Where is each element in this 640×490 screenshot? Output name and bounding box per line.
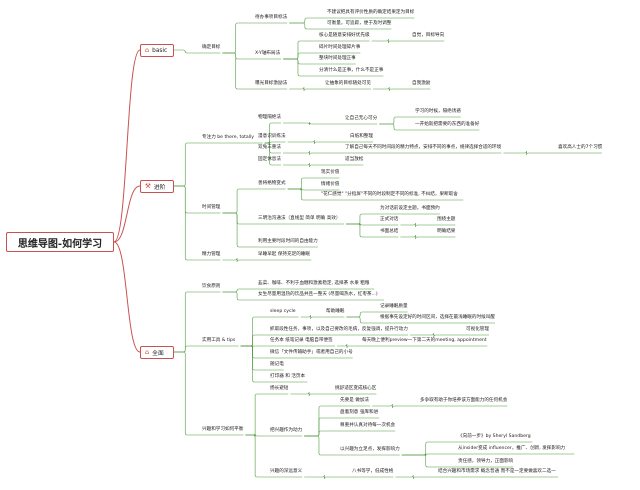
- mind-map-node[interactable]: 现实价值: [321, 170, 340, 175]
- mind-map-node[interactable]: 结合兴趣和市场需求 概念普通 而不是一定要做喜欢二选一: [438, 469, 556, 474]
- branch-advanced[interactable]: ⚒ 进阶: [140, 180, 174, 193]
- mind-map-node[interactable]: 随记电: [270, 362, 284, 367]
- mind-map-node[interactable]: 适当放松: [345, 157, 364, 162]
- mind-map-node[interactable]: 双兔三重法: [258, 145, 281, 150]
- mind-map-node[interactable]: 根据事先设定好的时间区间，选择在最浅睡眠的时候叫醒: [380, 315, 495, 320]
- mind-map-node[interactable]: 自我激励: [412, 81, 431, 86]
- mind-map-node[interactable]: 固定休息法: [258, 157, 281, 162]
- mind-map-node[interactable]: 可视化管理: [466, 327, 489, 332]
- mind-map-node[interactable]: 待办事项目标法: [255, 15, 288, 20]
- mind-map-node[interactable]: 韭菜、咖啡、不利于血糖和激素稳定, 选择茶 水果 粗粮: [258, 281, 370, 286]
- mind-map-node[interactable]: sleep cycle: [270, 309, 296, 314]
- mind-map-node[interactable]: 盘着刻意 强库和进: [340, 410, 379, 415]
- mind-map-node[interactable]: 情绪价值: [321, 182, 340, 187]
- mind-map-node[interactable]: 从insider变成 influencer，推广、创新, 发挥影响力: [458, 446, 566, 451]
- mind-map-node[interactable]: 自觉，目标导向: [412, 33, 445, 38]
- mind-map-node[interactable]: 时间管理: [202, 205, 221, 210]
- root-node[interactable]: 思维导图-如何学习: [6, 232, 114, 252]
- mind-map-node[interactable]: 专注力 be there, totally: [202, 135, 255, 140]
- mind-map-node[interactable]: 多争取有助于你培养该方面能力的任何机会: [420, 398, 508, 403]
- mind-map-node[interactable]: 不建议把具有评价性质的确定结果定为目标: [327, 10, 415, 15]
- mind-map-node[interactable]: 实用工具 & tips: [202, 338, 236, 343]
- mind-map-node[interactable]: 漫意识训练法: [258, 134, 286, 139]
- mind-map-node[interactable]: 为对话前设定主题，书面预约: [380, 206, 440, 211]
- home-icon: ⌂: [145, 46, 150, 55]
- mind-map-node[interactable]: 碎片时间处理碎片事: [319, 45, 361, 50]
- mind-map-node[interactable]: 尊重并认真对待每一次机会: [340, 423, 396, 428]
- mind-map-node[interactable]: 扬长避短: [270, 386, 289, 391]
- branch-advanced-label: 进阶: [153, 185, 166, 191]
- mind-map-node[interactable]: 女生尽量用温热的饮品并且一整天 (尽量喝热水，红枣茶...): [258, 292, 378, 297]
- branch-comprehensive[interactable]: ⌂ 全面: [140, 346, 174, 359]
- mind-map-node[interactable]: 让抽象的目标随处可见: [325, 81, 371, 86]
- mind-map-node[interactable]: 兴趣的深远意义: [270, 469, 303, 474]
- mind-map-node[interactable]: 可衡量，可追踪，便于及时调整: [327, 21, 392, 26]
- mind-map-node[interactable]: 任务本 纸笔记录 电脑自带便签: [270, 338, 333, 343]
- mind-map-node[interactable]: 精力管理: [202, 252, 221, 257]
- mind-map-node[interactable]: 抓取段性任务，事项，以及自己要改的毛病，反复强调，提升行动力: [270, 327, 408, 332]
- mind-map-node[interactable]: 微信「文件传输助手」或者用自己的小号: [270, 350, 353, 355]
- mind-map-node[interactable]: 兴趣和学习如何平衡: [202, 427, 244, 432]
- mind-map-node[interactable]: 把兴趣作为动力: [270, 428, 303, 433]
- mind-map-node[interactable]: 责任感，领导力，正面影响: [458, 459, 514, 464]
- mind-map-node[interactable]: 明确结果: [437, 229, 456, 234]
- mind-map-node[interactable]: 八书等学，低成性格: [352, 469, 394, 474]
- mind-map-node[interactable]: 白纸和整理: [350, 134, 373, 139]
- mind-map-node[interactable]: 物理隔绝法: [258, 115, 281, 120]
- mind-map-node[interactable]: 先要是 做加法: [340, 398, 370, 403]
- branch-basic-label: basic: [152, 47, 168, 54]
- mind-map-node[interactable]: 确定目标: [202, 45, 221, 50]
- mind-map-node[interactable]: 记录睡眠质量: [380, 304, 408, 309]
- mind-map-node[interactable]: "花仁感觉" "分指屏"不同的时段制定不同的标准, 不纠结，果断取舍: [321, 192, 458, 197]
- mind-map-node[interactable]: 书面总结: [380, 229, 399, 234]
- mind-map-node[interactable]: 了解自己每天不同时间段的精力特点，安排不同的事点，规律选择合适的环境: [345, 145, 502, 150]
- mind-map-node[interactable]: 曝光目标激励法: [255, 81, 288, 86]
- branch-basic[interactable]: ⌂ basic: [140, 44, 174, 57]
- mind-map-node[interactable]: 利用主要时段时间的自由能力: [258, 239, 318, 244]
- mind-map-node[interactable]: 分清什么是正事，什么不是正事: [319, 68, 384, 73]
- mind-map-node[interactable]: 喜欢高人士的7个习惯: [558, 145, 603, 150]
- tools-icon: ⚒: [145, 182, 151, 191]
- mind-map-node[interactable]: 以兴趣为立足点，发挥影响力: [340, 447, 400, 452]
- mind-map-node[interactable]: 饮食原则: [202, 284, 221, 289]
- mind-map-node[interactable]: 正式对话: [380, 217, 399, 222]
- mind-map-node[interactable]: 一开始就把需要的东西的准备好: [415, 122, 480, 127]
- mind-map-node[interactable]: 学习的时候，隔绝诱惑: [415, 109, 461, 114]
- mind-map-node[interactable]: 让自己无心可分: [345, 116, 378, 121]
- mind-map-node[interactable]: 帮助睡眠: [326, 309, 345, 314]
- mind-map-node[interactable]: 挑舒适区变成核心区: [335, 386, 377, 391]
- mind-map-node[interactable]: 核心是随意安排好优先级: [319, 33, 370, 38]
- branch-comprehensive-label: 全面: [152, 351, 164, 357]
- home-icon: ⌂: [145, 348, 150, 357]
- mind-map-node[interactable]: 整块时间处理正事: [319, 56, 356, 61]
- mind-map-node[interactable]: 每天晚上便利preview一下第二天的meeting, appointment: [362, 338, 487, 343]
- mind-map-node[interactable]: 早睡早起 保持充足的睡眠: [258, 252, 310, 257]
- mind-map-node[interactable]: 《向前一步》by Sheryl Sandberg: [458, 434, 531, 439]
- mind-map-node[interactable]: X-Y轴布局法: [255, 51, 281, 56]
- mind-map-node[interactable]: 围绕主题: [437, 217, 456, 222]
- mind-map-node[interactable]: 打印器 和 活页本: [270, 374, 306, 379]
- mind-map-node[interactable]: 三明治沟通法（直线型 简单 明确 高效）: [258, 216, 341, 221]
- mind-map-node[interactable]: 善将格物变式: [258, 181, 286, 186]
